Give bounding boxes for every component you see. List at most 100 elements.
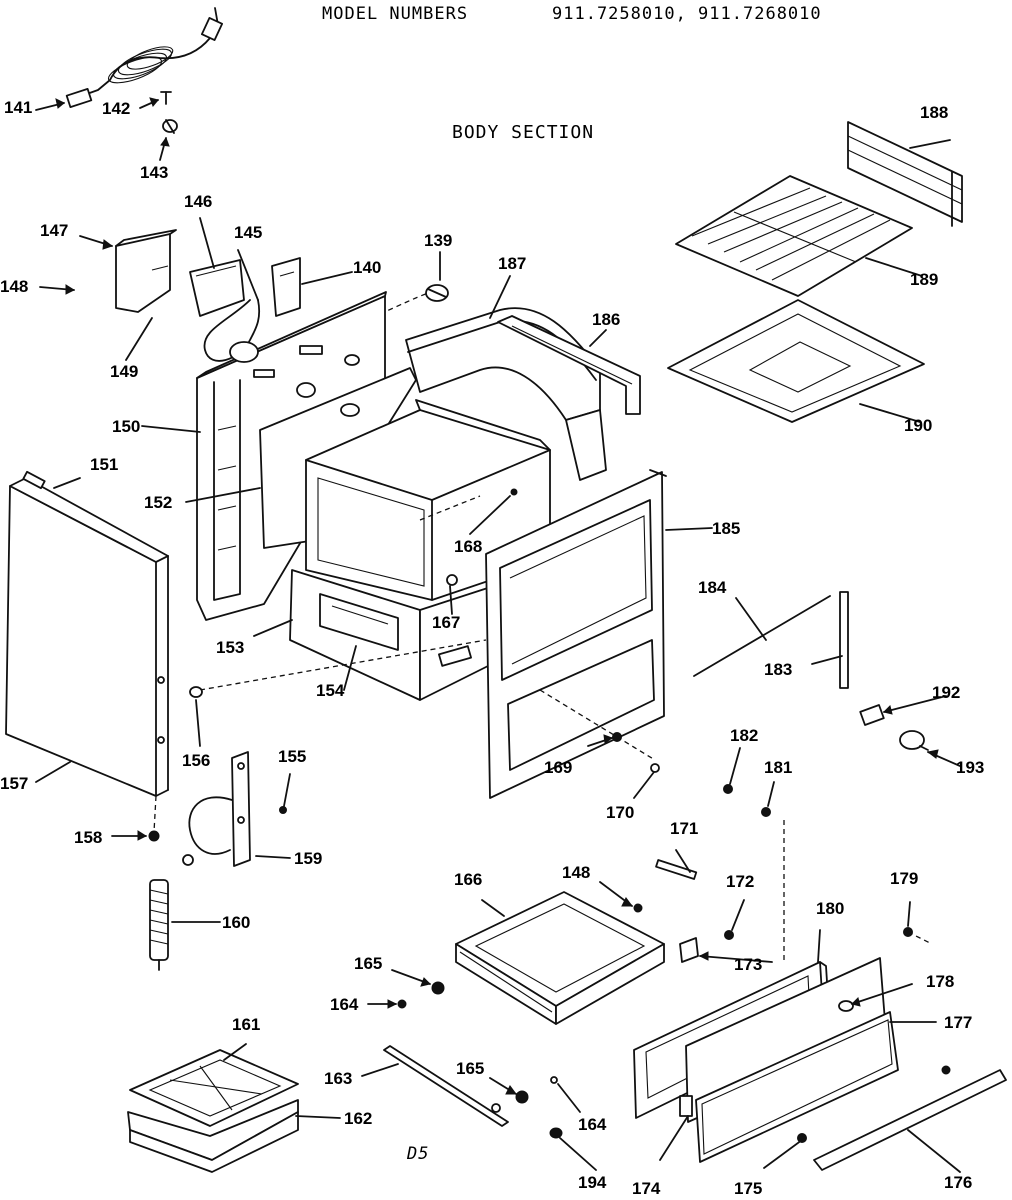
callout-190: 190 (904, 416, 933, 435)
part-143-clamp (163, 120, 177, 133)
callout-165-upper: 165 (354, 954, 383, 973)
callout-142: 142 (102, 99, 131, 118)
callout-193: 193 (956, 758, 985, 777)
part-173-bracket (680, 938, 698, 962)
callout-152: 152 (144, 493, 173, 512)
callout-184: 184 (698, 578, 727, 597)
callout-165-lower: 165 (456, 1059, 485, 1078)
part-164-screw (398, 1000, 406, 1008)
callout-180: 180 (816, 899, 845, 918)
part-153-lower-panel (290, 570, 420, 700)
callout-194: 194 (578, 1173, 607, 1192)
page-code: D5 (407, 1144, 430, 1164)
leader-lines (36, 98, 960, 1172)
part-139-receptacle (426, 285, 448, 301)
callout-157: 157 (0, 774, 29, 793)
callout-164-lower: 164 (578, 1115, 607, 1134)
callout-173: 173 (734, 955, 763, 974)
part-148-screw (634, 904, 642, 912)
callout-153: 153 (216, 638, 245, 657)
part-175-drawer-panel (696, 1012, 898, 1162)
part-182-screw (724, 785, 733, 794)
part-178-clip (839, 1001, 853, 1011)
callout-160: 160 (222, 913, 251, 932)
callout-156: 156 (182, 751, 211, 770)
part-192-bushing (860, 705, 884, 725)
section-title: BODY SECTION (452, 122, 595, 143)
part-141-power-cord (67, 8, 222, 107)
callout-177: 177 (944, 1013, 973, 1032)
part-157-side-panel (6, 472, 168, 796)
callout-159: 159 (294, 849, 323, 868)
part-142-screw (161, 92, 171, 104)
callout-186: 186 (592, 310, 621, 329)
callout-164-upper: 164 (330, 995, 359, 1014)
callout-187: 187 (498, 254, 527, 273)
callout-140: 140 (353, 258, 382, 277)
callout-192: 192 (932, 683, 961, 702)
callout-171: 171 (670, 819, 699, 838)
part-193-knob (900, 731, 928, 750)
part-147-bracket (116, 230, 176, 312)
callout-178: 178 (926, 972, 955, 991)
callout-145: 145 (234, 223, 263, 242)
part-170-screw (651, 764, 659, 772)
callout-183: 183 (764, 660, 793, 679)
part-146-shield (190, 260, 244, 316)
part-194-bumper (550, 1128, 562, 1138)
model-numbers-label: MODEL NUMBERS (322, 4, 469, 24)
model-numbers-value: 911.7258010, 911.7268010 (552, 4, 822, 24)
part-172-screw (725, 931, 734, 940)
part-165-roller-lower (516, 1091, 528, 1103)
callout-154: 154 (316, 681, 345, 700)
part-190-broiler-pan (668, 300, 924, 422)
part-175-screw (798, 1134, 807, 1143)
part-156-grommet (190, 687, 202, 697)
part-160-spring (150, 880, 168, 970)
part-185-front-frame (486, 470, 666, 798)
callout-161: 161 (232, 1015, 261, 1034)
callout-175: 175 (734, 1179, 763, 1198)
callout-155: 155 (278, 747, 307, 766)
callout-166: 166 (454, 870, 483, 889)
callout-170: 170 (606, 803, 635, 822)
callout-189: 189 (910, 270, 939, 289)
callout-148-upper: 148 (0, 277, 29, 296)
part-181-screw (762, 808, 771, 817)
callout-141: 141 (4, 98, 33, 117)
callout-181: 181 (764, 758, 793, 777)
part-167-screw (447, 575, 457, 585)
callout-185: 185 (712, 519, 741, 538)
part-186-strip (498, 316, 640, 414)
part-166-drawer (456, 892, 664, 1024)
part-163-drawer-rail (384, 1046, 508, 1126)
part-162-burner-tray (128, 1100, 298, 1172)
part-140-bracket (272, 258, 300, 316)
trim-screw (942, 1066, 950, 1074)
part-174-hinge (680, 1096, 692, 1116)
callout-151: 151 (90, 455, 119, 474)
part-158-screw (149, 831, 159, 841)
callout-182: 182 (730, 726, 759, 745)
callout-167: 167 (432, 613, 461, 632)
part-159-bracket (183, 752, 250, 866)
callout-172: 172 (726, 872, 755, 891)
callout-176: 176 (944, 1173, 973, 1192)
callout-163: 163 (324, 1069, 353, 1088)
callout-150: 150 (112, 417, 141, 436)
part-155-screw (280, 807, 287, 814)
callout-143: 143 (140, 163, 169, 182)
callout-188: 188 (920, 103, 949, 122)
callout-168: 168 (454, 537, 483, 556)
vent-slot (439, 646, 471, 666)
part-176-trim (814, 1070, 1006, 1170)
part-189-oven-rack (676, 176, 912, 296)
part-161-burner-cover (130, 1050, 298, 1126)
callout-139: 139 (424, 231, 453, 250)
part-168-clip (511, 489, 517, 495)
callout-158: 158 (74, 828, 103, 847)
part-183-pin (840, 592, 848, 688)
callout-169: 169 (544, 758, 573, 777)
part-188-rack-guide (848, 122, 962, 226)
